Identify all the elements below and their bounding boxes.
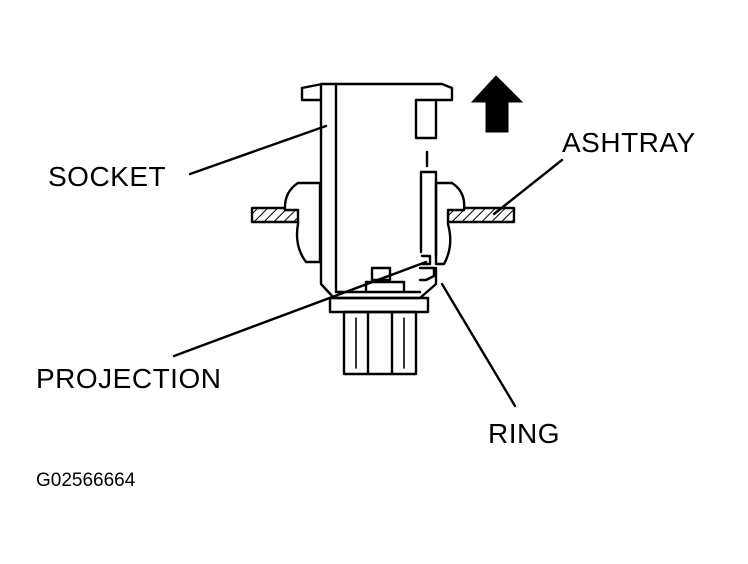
ring-right	[434, 181, 466, 266]
ring-leader-line	[440, 282, 517, 408]
figure-code: G02566664	[36, 470, 136, 491]
socket-label: SOCKET	[48, 161, 167, 192]
socket-leader-line	[188, 124, 328, 176]
ashtray-label: ASHTRAY	[562, 127, 696, 158]
socket-body	[300, 82, 454, 300]
up-arrow-icon	[470, 75, 524, 133]
ashtray-leader-line	[492, 158, 564, 216]
connector-base	[328, 296, 430, 376]
projection-leader-line	[172, 260, 428, 358]
projection-latch	[418, 254, 436, 282]
ring-label: RING	[488, 418, 560, 449]
projection-label: PROJECTION	[36, 363, 222, 394]
ring-left	[283, 181, 322, 264]
